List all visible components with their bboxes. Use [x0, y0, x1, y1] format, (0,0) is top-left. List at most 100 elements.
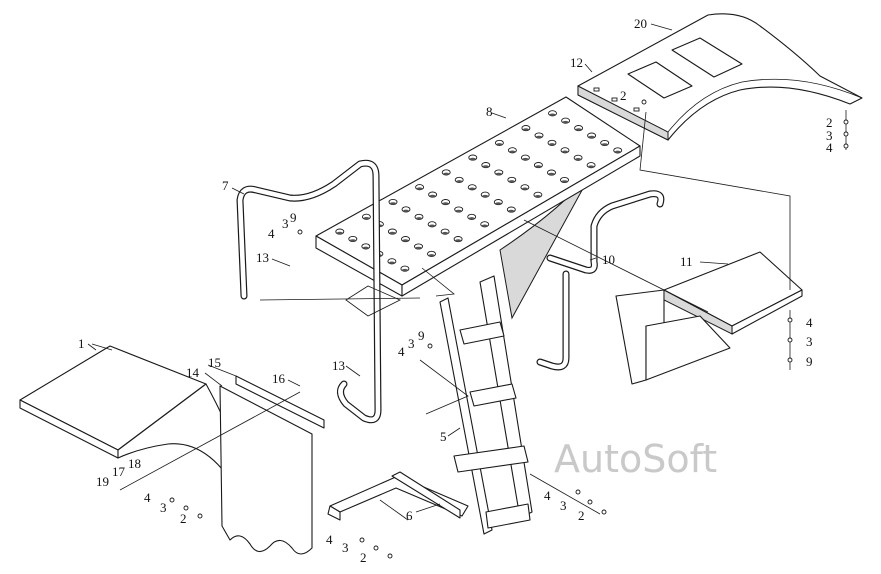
fastener-markers: [169, 99, 849, 559]
perforation-shadow: [401, 268, 408, 272]
perforation-shadow: [601, 143, 608, 146]
perforation-shadow: [496, 143, 503, 146]
ladder-part-5: [439, 275, 533, 535]
callout-4: 4: [326, 532, 333, 547]
perforation-shadow: [508, 209, 515, 213]
perforation-shadow: [442, 231, 449, 235]
perforation-shadow: [403, 209, 409, 212]
perforation-shadow: [336, 231, 343, 235]
perforation-shadow: [429, 224, 436, 227]
callout-2: 2: [620, 88, 627, 103]
callout-pointer-lines: [87, 23, 729, 513]
perforation-shadow: [455, 239, 462, 242]
rear-fender-part-12: [577, 13, 863, 141]
callout-15: 15: [208, 355, 221, 370]
perforation-shadow: [416, 187, 423, 190]
mounting-leader-lines: [119, 110, 847, 521]
perforation-shadow: [549, 113, 556, 116]
callout-3: 3: [282, 216, 289, 231]
perforation-shadow: [562, 150, 568, 153]
callout-3: 3: [160, 500, 167, 515]
perforation-shadow: [522, 157, 529, 161]
perforation-shadow: [481, 224, 488, 227]
step-platform-part-8: [315, 96, 641, 320]
perforation-shadow: [416, 217, 422, 220]
perforation-shadow: [469, 157, 476, 161]
mud-flap-part-14: [219, 385, 313, 555]
perforation-shadow: [588, 165, 595, 168]
handrail-part-7: [236, 159, 382, 424]
perforation-shadow: [428, 254, 435, 257]
perforation-shadow: [535, 165, 542, 168]
callout-5: 5: [440, 429, 447, 444]
strip-part-15: [235, 375, 325, 429]
perforation-shadow: [495, 172, 502, 176]
callout-11: 11: [680, 254, 693, 269]
callout-9: 9: [418, 328, 425, 343]
callout-4: 4: [826, 140, 833, 155]
perforation-shadow: [442, 202, 449, 205]
callout-4: 4: [398, 344, 405, 359]
callout-14: 14: [186, 365, 200, 380]
perforation-shadow: [456, 180, 463, 183]
callout-16: 16: [272, 371, 286, 386]
perforation-shadow: [388, 261, 395, 264]
perforation-shadow: [402, 239, 409, 242]
perforation-shadow: [588, 135, 595, 139]
perforation-shadow: [575, 128, 582, 131]
perforation-shadow: [495, 202, 502, 205]
callout-13: 13: [256, 250, 269, 265]
perforation-shadow: [562, 120, 569, 124]
perforation-shadow: [536, 135, 542, 139]
callout-17: 17: [112, 464, 126, 479]
perforation-shadow: [521, 187, 528, 190]
callout-4: 4: [544, 488, 551, 503]
callout-18: 18: [128, 456, 141, 471]
callout-3: 3: [826, 128, 833, 143]
callout-20: 20: [634, 16, 647, 31]
perforation-shadow: [561, 180, 568, 183]
bracket-part-11: [615, 251, 803, 385]
callout-13: 13: [332, 358, 345, 373]
autosoft-watermark: AutoSoft: [554, 437, 717, 481]
callout-6: 6: [406, 508, 413, 523]
callout-3: 3: [560, 498, 567, 513]
perforation-shadow: [469, 187, 476, 190]
perforation-shadow: [534, 195, 541, 198]
perforation-shadow: [548, 172, 555, 176]
callout-10: 10: [602, 252, 615, 267]
callout-2: 2: [180, 511, 187, 526]
perforation-shadow: [415, 246, 422, 250]
perforation-shadow: [363, 217, 370, 220]
handrail-part-10: [536, 190, 665, 371]
perforation-shadow: [389, 231, 396, 235]
callout-2: 2: [360, 550, 367, 565]
perforation-shadow: [455, 209, 462, 213]
perforation-shadow: [443, 172, 450, 175]
perforation-shadow: [614, 150, 621, 153]
callout-3: 3: [806, 334, 813, 349]
perforation-shadow: [522, 128, 529, 131]
callout-2: 2: [578, 508, 585, 523]
perforation-shadow: [549, 143, 555, 146]
callout-9: 9: [806, 354, 813, 369]
callout-9: 9: [290, 210, 297, 225]
callout-4: 4: [806, 315, 813, 330]
callout-2: 2: [826, 115, 833, 130]
perforation-shadow: [349, 239, 356, 242]
perforation-shadow: [468, 217, 475, 220]
callout-4: 4: [144, 490, 151, 505]
perforation-shadow: [508, 180, 515, 183]
perforation-shadow: [509, 150, 516, 153]
perforation-shadow: [390, 202, 396, 205]
callout-12: 12: [570, 55, 583, 70]
callout-3: 3: [342, 540, 349, 555]
callout-1: 1: [78, 336, 85, 351]
callout-19: 19: [96, 474, 109, 489]
perforation-shadow: [482, 165, 489, 168]
platform-perforations: [335, 110, 623, 272]
perforation-shadow: [575, 158, 582, 161]
callout-labels: 20 12 2 8 2 3 4 7 3 9 4 13 10 11 4 3 9 1…: [78, 16, 833, 565]
callout-8: 8: [486, 104, 493, 119]
